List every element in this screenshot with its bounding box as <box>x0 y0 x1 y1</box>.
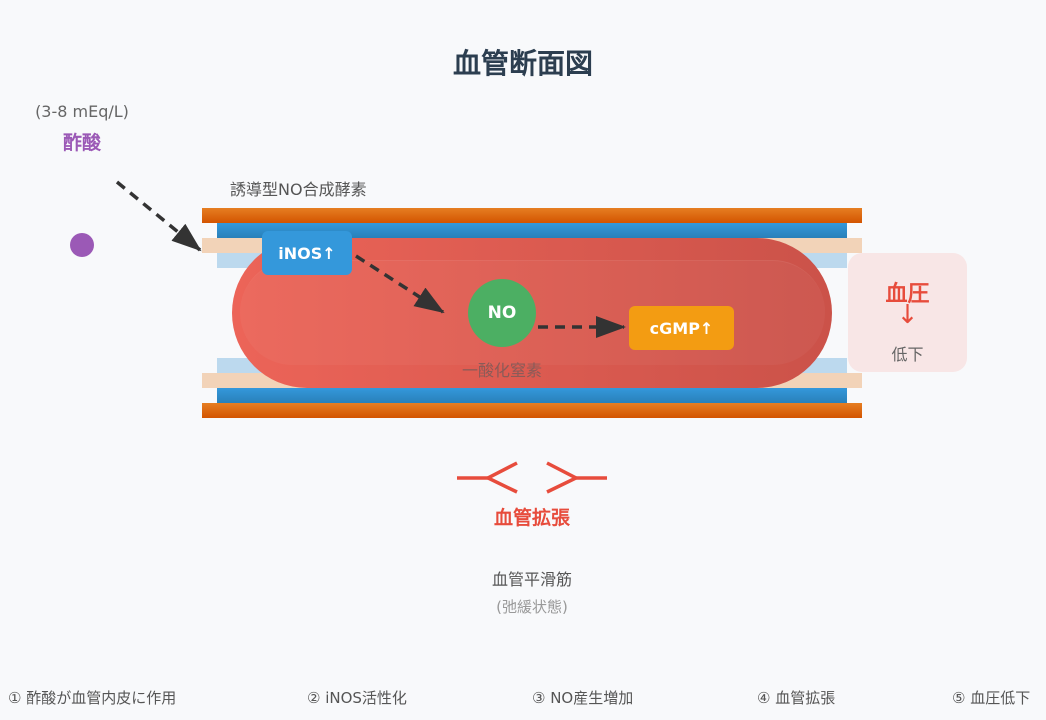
arrow-inos-to-no <box>355 254 445 314</box>
no-node: NO <box>468 279 536 347</box>
step-3: ③ NO産生増加 <box>532 689 634 707</box>
step-1: ① 酢酸が血管内皮に作用 <box>8 689 177 707</box>
vessel-outer-wall-bottom <box>202 403 862 418</box>
cgmp-node: cGMP↑ <box>629 306 734 350</box>
arrow-acid-to-inos <box>115 180 202 252</box>
smooth-muscle-label: 血管平滑筋 <box>491 570 572 589</box>
step-2: ② iNOS活性化 <box>307 689 407 707</box>
vessel-outer-wall-top <box>202 208 862 223</box>
inos-node: iNOS↑ <box>262 231 352 275</box>
step-5: ⑤ 血圧低下 <box>952 689 1031 707</box>
diagram-title: 血管断面図 <box>452 47 593 80</box>
blood-pressure-title: 血圧 <box>885 282 930 307</box>
enzyme-label: 誘導型NO合成酵素 <box>230 180 367 199</box>
acid-concentration: (3-8 mEq/L) <box>35 102 129 121</box>
down-arrow-icon: ↓ <box>896 300 919 330</box>
acid-label: 酢酸 <box>62 132 101 154</box>
blood-pressure-box <box>848 253 967 372</box>
no-label: 一酸化窒素 <box>461 361 542 380</box>
blood-pressure-state: 低下 <box>891 345 924 364</box>
smooth-muscle-state: (弛緩状態) <box>496 598 568 616</box>
dilation-icon <box>457 461 607 494</box>
vasodilation-label: 血管拡張 <box>493 507 570 529</box>
step-4: ④ 血管拡張 <box>757 689 836 707</box>
vessel-endothelium-top <box>217 223 847 238</box>
vessel-endothelium-bottom <box>217 388 847 403</box>
acid-molecule-dot <box>70 233 94 257</box>
